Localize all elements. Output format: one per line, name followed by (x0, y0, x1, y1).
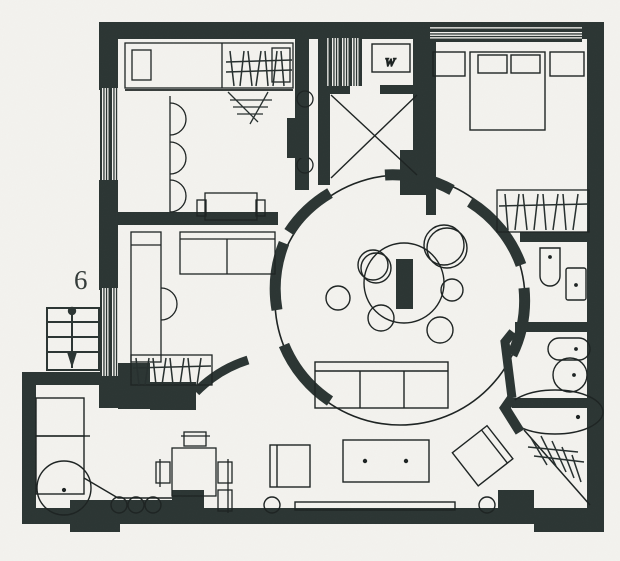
scan-grain-overlay (0, 0, 620, 561)
floor-plan-root: W (0, 0, 620, 561)
floor-plan-drawing: W (0, 0, 620, 561)
